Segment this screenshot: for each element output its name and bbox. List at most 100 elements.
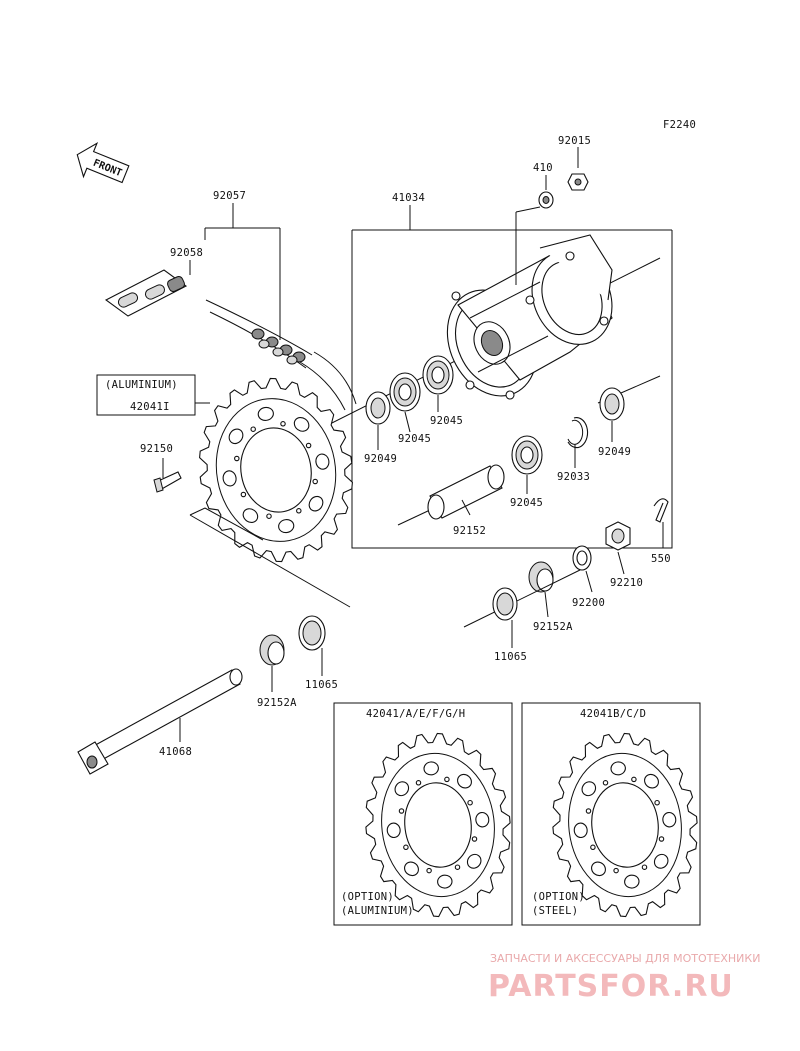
circlip-92033 [567, 417, 589, 449]
part-41068: 41068 [159, 746, 192, 758]
hub-assembly-bracket [351, 205, 673, 549]
part-92045-a: 92045 [398, 433, 431, 445]
nut-92015 [567, 173, 589, 191]
sprocket-bolt-hole [641, 864, 648, 870]
bolt-92150 [153, 471, 182, 493]
washer-92200 [572, 545, 592, 571]
collar-92152A-right [528, 561, 554, 593]
sprocket-center-bore [404, 782, 472, 868]
sprocket-bolt-hole [280, 421, 286, 427]
part-92152A-right: 92152A [533, 621, 573, 633]
rear-hub [446, 234, 613, 400]
chain-92057-bracket [204, 203, 281, 340]
sprocket-lightening-hole [581, 781, 597, 797]
sprocket-lightening-hole [386, 822, 401, 839]
sprocket-lightening-hole [573, 822, 588, 839]
part-92049-left: 92049 [364, 453, 397, 465]
sprocket-bolt-hole [305, 442, 312, 449]
master-link-92058 [104, 269, 188, 317]
sprocket-hub-bracket [189, 507, 351, 608]
sprocket-bolt-hole [403, 844, 409, 851]
sprocket-bolt-hole [658, 836, 665, 842]
option-box-steel: 42041B/C/D (OPTION) (STEEL) [521, 702, 701, 926]
sprocket-lightening-hole [591, 861, 606, 877]
collar-92152A-left [259, 634, 285, 666]
option-code-aluminium: 42041/A/E/F/G/H [366, 708, 465, 720]
sprocket-bolt-hole [585, 808, 592, 814]
option-code-steel: 42041B/C/D [580, 708, 646, 720]
sprocket-lightening-hole [624, 874, 640, 889]
option-note-steel-1: (OPTION) [532, 891, 585, 903]
sprocket-bolt-hole [631, 776, 637, 783]
part-92015: 92015 [558, 135, 591, 147]
spacer-92152 [427, 464, 505, 520]
sprocket-lightening-hole [228, 428, 244, 445]
sprocket-bolt-hole [654, 799, 660, 806]
figure-code: F2240 [663, 119, 696, 131]
sprocket-lightening-hole [278, 519, 295, 534]
part-92152: 92152 [453, 525, 486, 537]
sprocket-lightening-hole [466, 853, 482, 869]
sprocket-bolt-hole [444, 776, 450, 783]
sprocket-bolt-hole [602, 780, 609, 786]
sprocket-bolt-hole [467, 799, 473, 806]
sprocket-center-bore [240, 427, 312, 513]
sprocket-lightening-hole [457, 773, 472, 789]
part-92045-b: 92045 [430, 415, 463, 427]
watermark: ЗАПЧАСТИ И АКСЕССУАРЫ ДЛЯ МОТОТЕХНИКИ PA… [488, 952, 760, 1004]
part-92058: 92058 [170, 247, 203, 259]
aluminium-tag: (ALUMINIUM) [105, 379, 178, 391]
sprocket-bolt-hole [613, 867, 619, 874]
part-92210: 92210 [610, 577, 643, 589]
part-92152A-left: 92152A [257, 697, 297, 709]
sprocket-lightening-hole [662, 811, 677, 828]
part-92200: 92200 [572, 597, 605, 609]
sprocket-bolt-hole [234, 455, 240, 462]
sprocket-center-bore [591, 782, 659, 868]
sprocket-bolt-hole [266, 513, 272, 519]
option-note-aluminium-1: (OPTION) [341, 891, 394, 903]
sprocket-bolt-hole [296, 508, 302, 514]
front-arrow-icon: FRONT [76, 141, 130, 184]
sprocket-rim [381, 752, 495, 898]
bearing-92045-b [422, 355, 454, 395]
part-92150: 92150 [140, 443, 173, 455]
oil-seal-11065-left [298, 615, 326, 651]
sprocket-rim [568, 752, 682, 898]
aluminium-tag-bracket [96, 374, 196, 416]
option-note-aluminium-2: (ALUMINIUM) [341, 905, 414, 917]
drive-chain-92057 [205, 299, 357, 411]
sprocket-lightening-hole [475, 811, 490, 828]
sprocket-lightening-hole [404, 861, 419, 877]
option-note-steel-2: (STEEL) [532, 905, 578, 917]
sprocket-bolt-hole [415, 780, 422, 786]
part-11065-right: 11065 [494, 651, 527, 663]
sprocket-bolt-hole [398, 808, 405, 814]
sprocket-bolt-hole [250, 426, 256, 432]
axle-41068 [77, 668, 243, 775]
bearing-92045-a [389, 372, 421, 412]
sprocket-lightening-hole [222, 470, 237, 487]
sprocket-bolt-hole [240, 491, 247, 498]
sprocket-lightening-hole [437, 874, 453, 889]
chain-links [251, 328, 306, 365]
sprocket-lightening-hole [315, 453, 330, 470]
part-42041I: 42041I [130, 401, 170, 413]
option-box-aluminium: 42041/A/E/F/G/H (OPTION) (ALUMINIUM) [333, 702, 513, 926]
sprocket-rim [215, 398, 337, 542]
sprocket-bolt-hole [426, 867, 432, 874]
part-550: 550 [651, 553, 671, 565]
sprocket-lightening-hole [293, 417, 310, 432]
sprocket-bolt-hole [590, 844, 596, 851]
part-41034: 41034 [392, 192, 425, 204]
cotter-pin-550 [653, 498, 669, 523]
sprocket-lightening-hole [308, 495, 324, 512]
sprocket-bolt-hole [454, 864, 461, 870]
part-11065-left: 11065 [305, 679, 338, 691]
sprocket-bolt-hole [471, 836, 478, 842]
oil-seal-11065-right [492, 587, 518, 621]
sprocket-bolt-hole [312, 478, 318, 485]
part-410: 410 [533, 162, 553, 174]
